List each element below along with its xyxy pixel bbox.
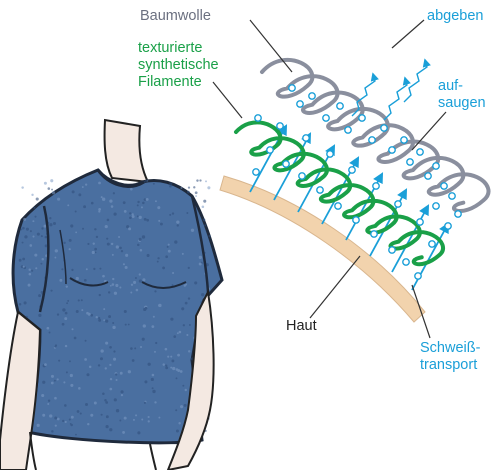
water-droplet [255, 115, 261, 121]
water-droplet [369, 137, 375, 143]
water-droplet [433, 203, 439, 209]
water-droplet [441, 183, 447, 189]
water-droplet [389, 147, 395, 153]
water-droplet [359, 115, 365, 121]
water-droplet [299, 173, 305, 179]
water-droplet [455, 211, 461, 217]
water-droplet [433, 163, 439, 169]
water-droplet [373, 183, 379, 189]
water-droplet [297, 101, 303, 107]
water-droplet [289, 85, 295, 91]
t-shirt-wearer-illustration [0, 120, 222, 470]
water-droplet [335, 203, 341, 209]
water-droplet [345, 127, 351, 133]
label-absorb: auf- saugen [438, 78, 486, 112]
water-droplet [415, 273, 421, 279]
leader-evaporate [392, 20, 424, 48]
vapor-wave [404, 60, 427, 102]
water-droplet [417, 149, 423, 155]
vapor-wave [384, 78, 407, 120]
cotton-fiber-layer [256, 48, 493, 221]
label-evaporate: abgeben [427, 8, 483, 25]
water-droplet [417, 219, 423, 225]
water-droplet [425, 173, 431, 179]
cotton-fiber-coil [256, 48, 493, 221]
water-droplet [253, 169, 259, 175]
water-droplet [327, 151, 333, 157]
water-droplet [403, 259, 409, 265]
water-droplet [407, 159, 413, 165]
water-droplet [277, 123, 283, 129]
water-droplet [401, 137, 407, 143]
water-droplet [389, 247, 395, 253]
water-droplet [323, 115, 329, 121]
label-synthetic-filaments: texturierte synthetische Filamente [138, 40, 219, 91]
water-droplet [267, 147, 273, 153]
water-droplet [429, 241, 435, 247]
water-droplet [303, 135, 309, 141]
label-cotton: Baumwolle [140, 8, 211, 25]
water-droplet [317, 187, 323, 193]
water-droplet [353, 217, 359, 223]
water-droplet [445, 223, 451, 229]
water-droplet [337, 103, 343, 109]
water-droplet [283, 161, 289, 167]
label-sweat-transport: Schweiß- transport [420, 340, 480, 374]
leader-skin [310, 256, 360, 318]
label-skin: Haut [286, 318, 317, 335]
water-droplet [371, 231, 377, 237]
water-droplet [309, 93, 315, 99]
water-droplet [381, 125, 387, 131]
water-droplet [349, 167, 355, 173]
water-droplet [449, 193, 455, 199]
water-droplet [395, 201, 401, 207]
